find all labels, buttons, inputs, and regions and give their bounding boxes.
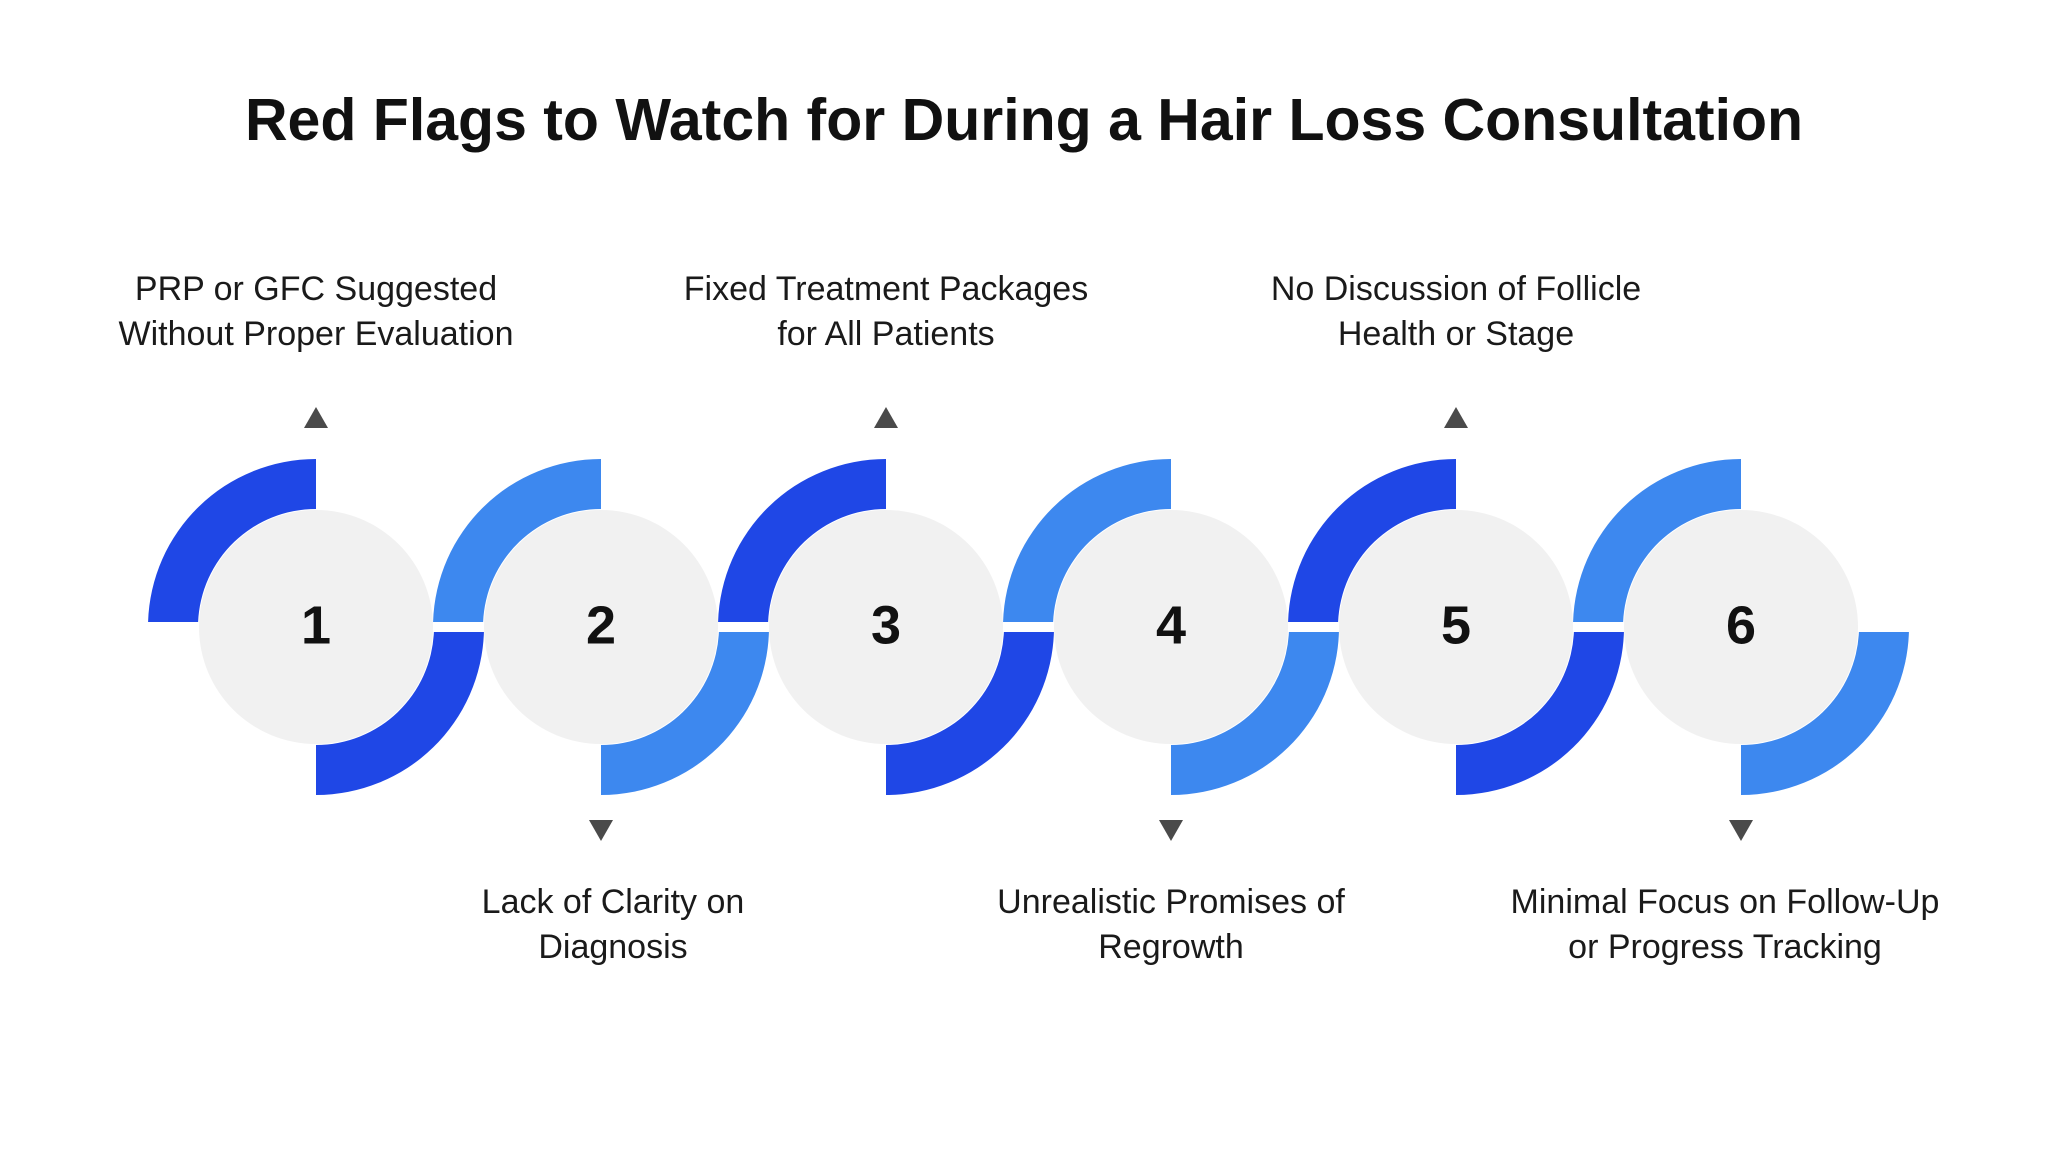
page-title: Red Flags to Watch for During a Hair Los… — [244, 87, 1804, 153]
step-6-number: 6 — [1726, 595, 1756, 655]
step-4-circle — [1054, 510, 1288, 744]
step-2-label-line: Lack of Clarity on — [481, 883, 745, 921]
step-1-number: 1 — [301, 595, 331, 655]
step-4-number: 4 — [1156, 595, 1186, 655]
step-1-circle — [199, 510, 433, 744]
step-2-circle — [484, 510, 718, 744]
step-2-top-arc — [433, 459, 601, 622]
step-3-number: 3 — [871, 595, 901, 655]
step-1-label-line: PRP or GFC Suggested — [134, 270, 498, 308]
step-5-circle — [1339, 510, 1573, 744]
step-6-label: Minimal Focus on Follow-Up or Progress Tr… — [1465, 880, 1985, 970]
arrow-down-icon — [589, 820, 613, 841]
step-2-bottom-arc — [601, 632, 769, 795]
step-4-label: Unrealistic Promises of Regrowth — [911, 880, 1431, 970]
step-3-circle — [769, 510, 1003, 744]
step-6-circle — [1624, 510, 1858, 744]
step-4-bottom-arc — [1171, 632, 1339, 795]
step-5-label-line: No Discussion of Follicle — [1270, 270, 1642, 308]
step-5-bottom-arc — [1456, 632, 1624, 795]
step-4-label-line: Unrealistic Promises of — [997, 883, 1345, 921]
step-1-bottom-arc — [316, 632, 484, 795]
arrow-down-icon — [1159, 820, 1183, 841]
step-4-top-arc — [1003, 459, 1171, 622]
step-1-top-arc — [148, 459, 316, 622]
step-6-label-line: or Progress Tracking — [1568, 928, 1882, 966]
step-2-number: 2 — [586, 595, 616, 655]
step-3-label-line: for All Patients — [777, 315, 995, 353]
step-4-label-line: Regrowth — [1098, 928, 1244, 966]
step-5-number: 5 — [1441, 595, 1471, 655]
step-5-top-arc — [1288, 459, 1456, 622]
arrow-down-icon — [1729, 820, 1753, 841]
step-6-bottom-arc — [1741, 632, 1909, 795]
step-1-label-line: Without Proper Evaluation — [118, 315, 514, 353]
step-6-top-arc — [1573, 459, 1741, 622]
step-3-label-line: Fixed Treatment Packages — [683, 270, 1089, 308]
step-2-label: Lack of Clarity on Diagnosis — [353, 880, 873, 970]
arrow-up-icon — [1444, 407, 1468, 428]
arrow-up-icon — [874, 407, 898, 428]
step-3-label: Fixed Treatment Packages for All Patients — [626, 267, 1146, 357]
step-3-top-arc — [718, 459, 886, 622]
step-6-label-line: Minimal Focus on Follow-Up — [1510, 883, 1940, 921]
step-5-label-line: Health or Stage — [1337, 315, 1575, 353]
step-3-bottom-arc — [886, 632, 1054, 795]
arrow-up-icon — [304, 407, 328, 428]
step-2-label-line: Diagnosis — [538, 928, 688, 966]
